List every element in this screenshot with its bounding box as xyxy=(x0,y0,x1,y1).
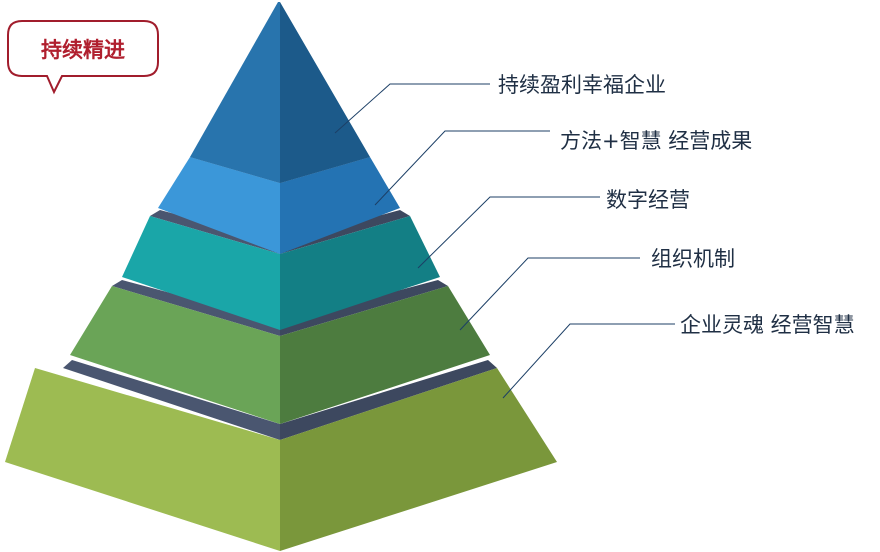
label-layer-5: 企业灵魂 经营智慧 xyxy=(680,313,855,337)
pyramid-layer-1 xyxy=(190,2,370,183)
pyramid-layer-5 xyxy=(5,360,557,551)
pyramid-layer-4 xyxy=(70,280,490,424)
layer-4-separator xyxy=(112,280,280,336)
pyramid-layer-3 xyxy=(122,210,440,330)
leader-line-3 xyxy=(417,196,600,269)
leader-line-4 xyxy=(459,257,640,331)
layer-2-right-face xyxy=(280,157,400,254)
layer-4-separator-right xyxy=(280,280,448,336)
leader-line-2 xyxy=(374,130,550,206)
layer-1-right-face xyxy=(280,2,370,183)
layer-5-separator-right xyxy=(280,360,497,440)
layer-3-separator xyxy=(150,210,280,254)
label-layer-3: 数字经营 xyxy=(606,188,690,212)
callout-text: 持续精进 xyxy=(41,38,125,62)
callout-shape xyxy=(7,20,159,95)
leader-line-5 xyxy=(502,323,675,399)
layer-1-left-face xyxy=(190,2,280,183)
layer-3-right-face xyxy=(280,216,440,330)
layer-3-separator-right xyxy=(280,210,410,254)
layer-5-left-face xyxy=(5,368,280,551)
layer-5-separator xyxy=(63,360,280,440)
label-layer-4: 组织机制 xyxy=(651,247,735,271)
layer-4-right-face xyxy=(280,286,490,424)
layer-3-left-face xyxy=(122,216,280,330)
callout-bubble: 持续精进 xyxy=(7,20,159,95)
pyramid xyxy=(5,2,557,551)
layer-2-left-face xyxy=(158,157,280,254)
leader-lines xyxy=(334,83,675,399)
layer-labels: 持续盈利幸福企业 方法+智慧 经营成果 数字经营 组织机制 企业灵魂 经营智慧 xyxy=(498,73,855,337)
label-layer-2: 方法+智慧 经营成果 xyxy=(560,129,752,153)
label-layer-1: 持续盈利幸福企业 xyxy=(498,73,666,97)
layer-5-right-face xyxy=(280,368,557,551)
leader-line-1 xyxy=(334,83,490,134)
layer-4-left-face xyxy=(70,286,280,424)
